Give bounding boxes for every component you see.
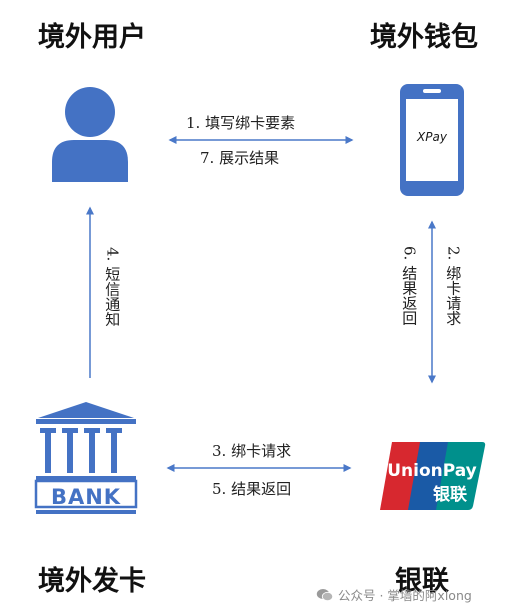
watermark: 公众号 · 掌墙的阿xiong (316, 585, 472, 604)
user-icon (52, 87, 128, 182)
phone-icon (400, 84, 464, 196)
overseas-user-title: 境外用户 (38, 22, 146, 53)
overseas-wallet-title: 境外钱包 (370, 22, 478, 53)
bank-label: BANK (51, 485, 121, 509)
step3-label: 3. 绑卡请求 (212, 442, 292, 460)
unionpay-title: 银联 (395, 566, 449, 597)
overseas-issuer-title: 境外发卡 (38, 566, 146, 597)
step2-label: 2. 绑卡请求 (444, 246, 463, 326)
step5-label: 5. 结果返回 (212, 480, 292, 498)
step7-label: 7. 展示结果 (200, 149, 280, 167)
step4-label: 4. 短信通知 (103, 247, 122, 327)
unionpay-logo-cn: 银联 (433, 484, 467, 505)
watermark-text: 公众号 · 掌墙的阿xiong (338, 588, 472, 603)
unionpay-logo-text: UnionPay (387, 461, 477, 481)
bank-icon (34, 402, 138, 514)
wechat-icon (316, 588, 334, 601)
step6-label: 6. 结果返回 (400, 246, 419, 326)
step1-label: 1. 填写绑卡要素 (186, 114, 296, 132)
unionpay-logo (380, 442, 486, 510)
xpay-label: XPay (416, 130, 448, 144)
